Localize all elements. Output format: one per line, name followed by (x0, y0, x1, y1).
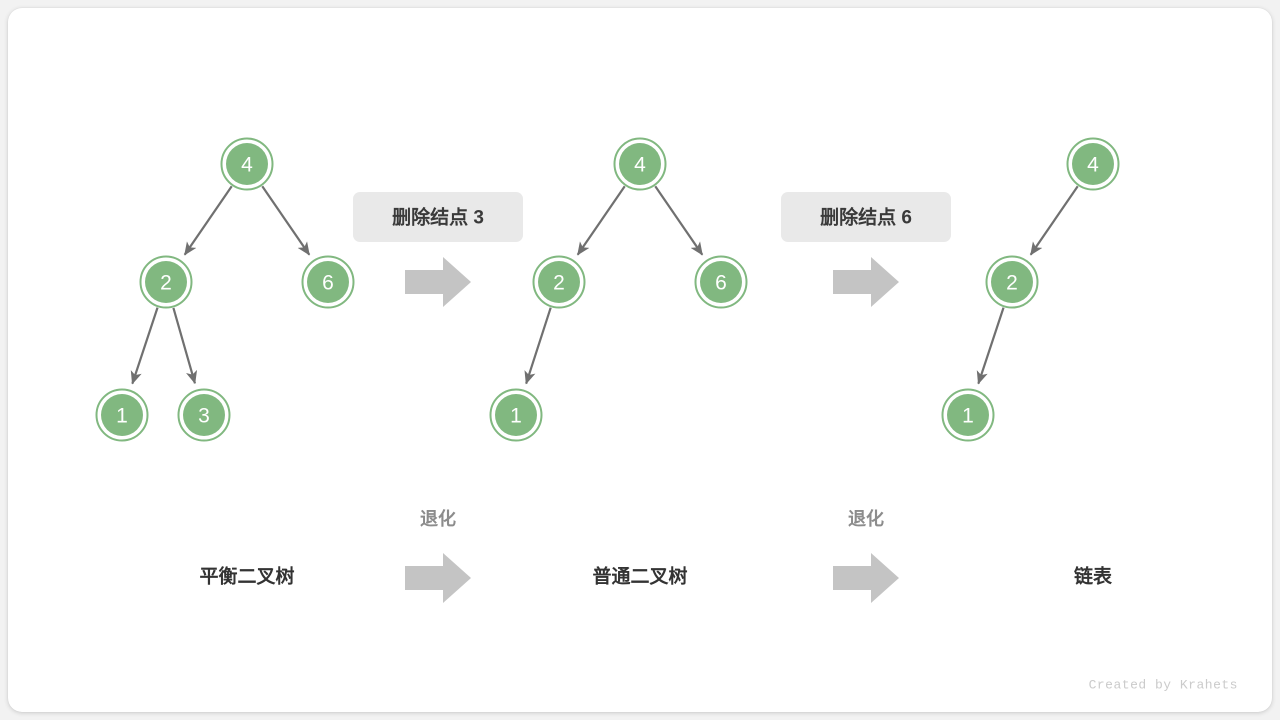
stage-caption: 链表 (1074, 565, 1113, 588)
tree-node-circle (226, 143, 268, 185)
tree-node-value: 1 (510, 405, 522, 428)
tree-edge (183, 185, 233, 256)
tree-node-circle (307, 261, 349, 303)
tree-nodes-layer: 4 2 6 1 3 4 2 6 1 4 2 1 (95, 137, 1120, 442)
transition-label: 退化 (420, 508, 456, 529)
tree-node-circle (101, 394, 143, 436)
transition-block-arrow-icon (405, 553, 471, 603)
tree-node-circle (947, 394, 989, 436)
tree-node-value: 1 (116, 405, 128, 428)
transition-block-arrow-icon (833, 553, 899, 603)
tree-node-value: 6 (322, 272, 334, 295)
tree-node[interactable]: 2 (985, 255, 1039, 309)
tree-node-circle (1072, 143, 1114, 185)
tree-node[interactable]: 1 (489, 388, 543, 442)
tree-node-ring (177, 388, 231, 442)
operation-block-arrow-icon (833, 257, 899, 307)
tree-node-ring (489, 388, 543, 442)
tree-node-ring (532, 255, 586, 309)
tree-node-value: 6 (715, 272, 727, 295)
tree-node-circle (619, 143, 661, 185)
tree-node[interactable]: 2 (139, 255, 193, 309)
tree-node-circle (991, 261, 1033, 303)
tree-node-value: 2 (553, 272, 565, 295)
operation-block-arrow-icon (405, 257, 471, 307)
tree-edge (524, 307, 552, 385)
tree-edge (976, 307, 1005, 385)
tree-node-value: 4 (634, 154, 646, 177)
tree-edge (1029, 185, 1079, 256)
tree-node[interactable]: 6 (694, 255, 748, 309)
tree-node-value: 4 (1087, 154, 1099, 177)
tree-node-circle (183, 394, 225, 436)
operation-chip (781, 192, 951, 242)
tree-edge (130, 307, 159, 385)
operation-label: 删除结点 3 (392, 206, 484, 229)
stage-caption: 平衡二叉树 (199, 565, 294, 588)
transition-label: 退化 (848, 508, 884, 529)
tree-node-value: 4 (241, 154, 253, 177)
operation-labels-layer: 删除结点 3 删除结点 6 (353, 192, 951, 307)
tree-node-ring (613, 137, 667, 191)
transition-labels-layer: 退化 退化 (405, 508, 899, 603)
tree-node-ring (985, 255, 1039, 309)
tree-node-ring (1066, 137, 1120, 191)
stage-captions-layer: 平衡二叉树 普通二叉树 链表 (199, 565, 1113, 588)
tree-node[interactable]: 3 (177, 388, 231, 442)
operation-chip (353, 192, 523, 242)
tree-node-value: 3 (198, 405, 210, 428)
stage-caption: 普通二叉树 (592, 565, 687, 588)
tree-node-ring (139, 255, 193, 309)
tree-node[interactable]: 4 (1066, 137, 1120, 191)
tree-node-ring (694, 255, 748, 309)
tree-node-value: 2 (160, 272, 172, 295)
figure-card (8, 8, 1272, 712)
tree-node-value: 2 (1006, 272, 1018, 295)
tree-node[interactable]: 1 (95, 388, 149, 442)
tree-edges-layer (130, 185, 1079, 385)
watermark: Created by Krahets (1089, 678, 1238, 693)
tree-node-circle (495, 394, 537, 436)
tree-node[interactable]: 1 (941, 388, 995, 442)
tree-edge (172, 307, 198, 385)
tree-node-ring (95, 388, 149, 442)
tree-edge (654, 185, 704, 256)
tree-node-circle (538, 261, 580, 303)
operation-label: 删除结点 6 (820, 206, 912, 229)
tree-node[interactable]: 4 (613, 137, 667, 191)
tree-node[interactable]: 2 (532, 255, 586, 309)
tree-edge (261, 185, 311, 256)
tree-node[interactable]: 4 (220, 137, 274, 191)
tree-node-ring (941, 388, 995, 442)
tree-node-circle (145, 261, 187, 303)
tree-node-circle (700, 261, 742, 303)
tree-node-ring (301, 255, 355, 309)
tree-node-value: 1 (962, 405, 974, 428)
tree-node[interactable]: 6 (301, 255, 355, 309)
tree-edge (576, 185, 626, 256)
tree-node-ring (220, 137, 274, 191)
